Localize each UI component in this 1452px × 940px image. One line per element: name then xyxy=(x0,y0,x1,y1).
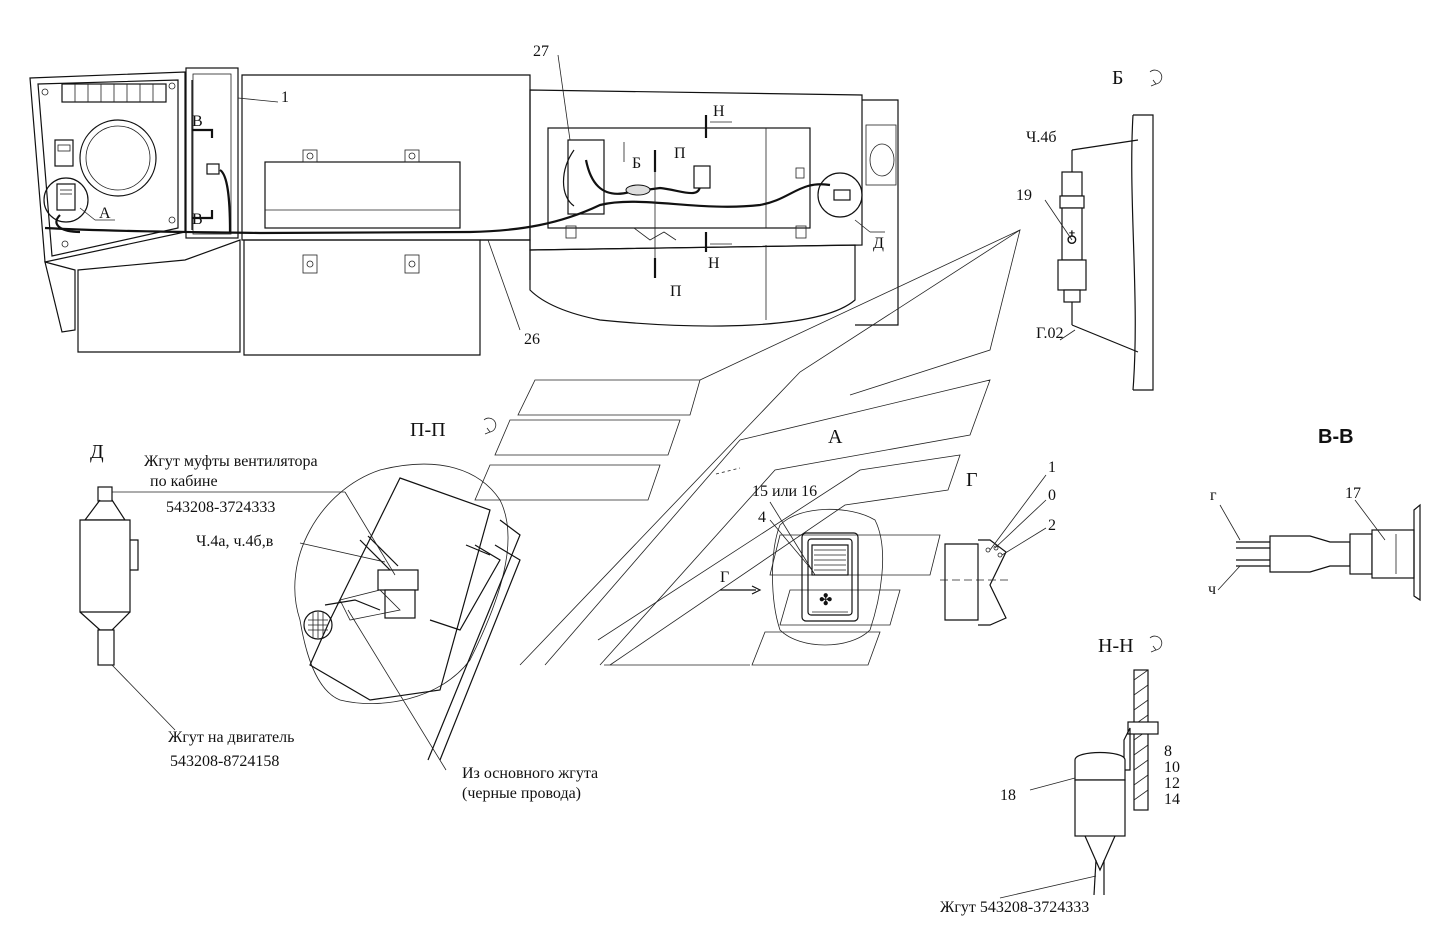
label-pos-1: 1 xyxy=(281,89,289,106)
view-d-harness-fan-1: Жгут муфты вентилятора xyxy=(144,453,318,470)
view-nn-title: Н-Н xyxy=(1098,635,1134,657)
label-pos-27: 27 xyxy=(533,43,549,60)
view-g xyxy=(940,474,1047,626)
view-pp-title: П-П xyxy=(410,419,446,441)
panel-perspective xyxy=(474,229,1021,666)
view-b-title: Б xyxy=(1112,67,1123,89)
label-section-p-top: П xyxy=(674,145,686,162)
view-nn-pos-8: 8 xyxy=(1164,743,1172,760)
view-b-pos-19: 19 xyxy=(1016,187,1032,204)
label-view-d-marker: Д xyxy=(873,235,884,252)
view-g-pos-2: 2 xyxy=(1048,517,1056,534)
view-d-harness-fan-2: по кабине xyxy=(150,473,218,490)
view-nn xyxy=(999,635,1163,899)
view-pp-wires: Ч.4а, ч.4б,в xyxy=(196,533,274,550)
fan-icon: ✤ xyxy=(819,592,832,609)
view-a-pos-4: 4 xyxy=(758,509,766,526)
view-b-wire-top: Ч.4б xyxy=(1026,129,1057,146)
label-section-v-top: В xyxy=(192,113,203,130)
view-b: ♁ xyxy=(1044,69,1163,391)
view-vv xyxy=(1217,499,1421,602)
view-pp-main-harness-1: Из основного жгута xyxy=(462,765,598,782)
label-pos-26: 26 xyxy=(524,331,540,348)
label-section-b-marker: Б xyxy=(632,155,641,172)
fuse-symbol: ♁ xyxy=(1066,229,1078,246)
view-nn-pos-12: 12 xyxy=(1164,775,1180,792)
label-section-v-bottom: В xyxy=(192,211,203,228)
view-g-title: Г xyxy=(966,469,978,491)
cab-overview xyxy=(29,54,899,356)
view-a: ✤ xyxy=(720,501,884,646)
view-pp xyxy=(294,417,521,771)
view-nn-pos-14: 14 xyxy=(1164,791,1180,808)
label-section-n-bottom: Н xyxy=(708,255,720,272)
view-a-title: А xyxy=(828,426,843,448)
view-d xyxy=(79,486,396,731)
view-vv-wire-ch: ч xyxy=(1208,581,1216,598)
view-pp-main-harness-2: (черные провода) xyxy=(462,785,581,802)
view-d-harness-fan-code: 543208-3724333 xyxy=(166,499,275,516)
view-vv-wire-g: г xyxy=(1210,487,1217,504)
label-section-p-bottom: П xyxy=(670,283,682,300)
view-d-harness-engine-1: Жгут на двигатель xyxy=(168,729,294,746)
view-d-harness-engine-code: 543208-8724158 xyxy=(170,753,279,770)
view-vv-title: В-В xyxy=(1318,426,1354,448)
view-vv-pos-17: 17 xyxy=(1345,485,1361,502)
view-d-title: Д xyxy=(90,441,104,463)
view-nn-pos-18: 18 xyxy=(1000,787,1016,804)
view-g-pos-1: 1 xyxy=(1048,459,1056,476)
view-a-arrow-g: Г xyxy=(720,569,729,586)
label-view-a-marker: А xyxy=(99,205,111,222)
label-section-n-top: Н xyxy=(713,103,725,120)
view-nn-pos-10: 10 xyxy=(1164,759,1180,776)
view-g-pos-0: 0 xyxy=(1048,487,1056,504)
view-b-wire-bottom: Г.02 xyxy=(1036,325,1063,342)
view-a-pos-15-16: 15 или 16 xyxy=(752,483,817,500)
view-nn-harness: Жгут 543208-3724333 xyxy=(940,899,1089,916)
